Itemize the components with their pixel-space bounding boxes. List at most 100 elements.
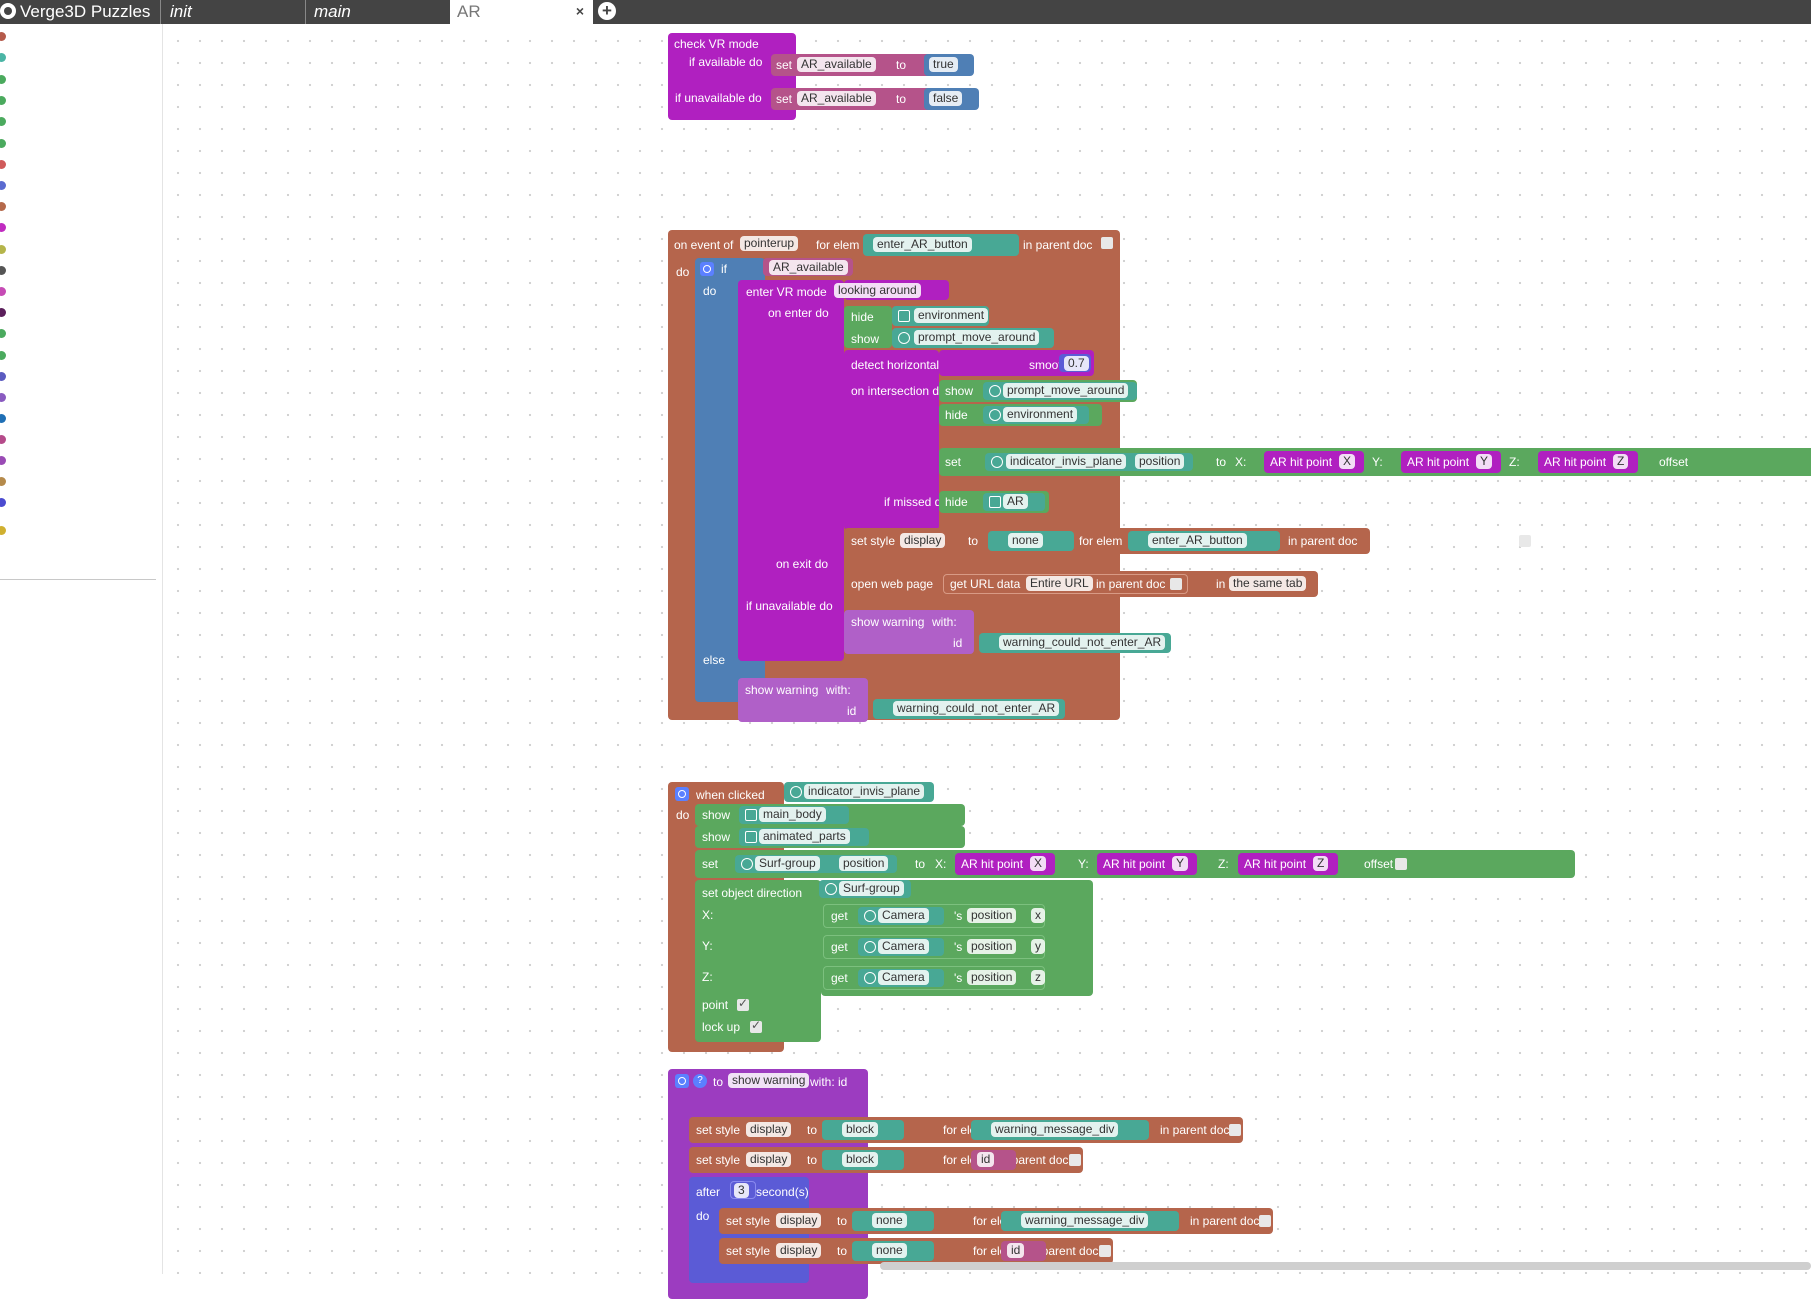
number-value[interactable]: 3 — [734, 1183, 749, 1198]
ar-hit-point-block[interactable]: AR hit point Y — [1097, 853, 1197, 875]
object-dropdown[interactable]: environment — [1003, 407, 1078, 422]
tab-ar[interactable]: AR — [450, 0, 593, 24]
boolean-false-block[interactable]: false — [924, 88, 979, 110]
object-selector-block[interactable]: Surf-group — [819, 880, 911, 898]
text-block[interactable]: block — [822, 1150, 904, 1170]
lock-up-checkbox[interactable] — [750, 1018, 762, 1033]
gear-icon[interactable] — [675, 1074, 689, 1088]
object-selector-block[interactable]: Camera — [858, 938, 944, 956]
add-tab-icon[interactable]: + — [598, 2, 616, 20]
set-object-direction-block[interactable]: set object direction X: Y: Z: point lock… — [695, 880, 821, 1042]
property-dropdown[interactable]: position — [967, 939, 1017, 954]
text-block[interactable]: enter_AR_button — [1128, 531, 1280, 551]
object-dropdown[interactable]: main_body — [759, 807, 826, 822]
tab-init[interactable]: init — [170, 2, 192, 21]
ar-hit-point-block[interactable]: AR hit point Z — [1538, 451, 1638, 473]
object-dropdown[interactable]: animated_parts — [759, 829, 850, 844]
object-selector-block[interactable]: Camera — [858, 969, 944, 987]
axis-dropdown[interactable]: z — [1031, 970, 1045, 985]
event-dropdown[interactable]: pointerup — [740, 236, 799, 251]
axis-dropdown[interactable]: x — [1031, 908, 1045, 923]
object-dropdown[interactable]: indicator_invis_plane — [1006, 454, 1127, 469]
text-value[interactable]: warning_message_div — [1021, 1213, 1149, 1228]
horizontal-scrollbar[interactable] — [880, 1262, 1811, 1270]
object-selector-block[interactable]: animated_parts — [739, 828, 869, 846]
object-selector-block[interactable]: indicator_invis_plane position — [985, 453, 1193, 471]
object-selector-block[interactable]: prompt_move_around — [983, 382, 1137, 400]
text-value[interactable]: warning_could_not_enter_AR — [999, 635, 1166, 650]
help-icon[interactable]: ? — [693, 1074, 707, 1088]
variable-dropdown[interactable]: AR_available — [797, 57, 876, 72]
tab-main[interactable]: main — [314, 2, 351, 21]
property-dropdown[interactable]: position — [967, 970, 1017, 985]
text-block[interactable]: none — [852, 1211, 934, 1231]
procedure-name-field[interactable]: show warning — [728, 1073, 810, 1088]
object-dropdown[interactable]: environment — [914, 308, 989, 323]
ar-hit-point-block[interactable]: AR hit point Z — [1238, 853, 1338, 875]
text-block[interactable]: none — [852, 1241, 934, 1261]
object-selector-block[interactable]: Surf-group position — [735, 855, 897, 873]
ar-hit-point-block[interactable]: AR hit point X — [1264, 451, 1364, 473]
detect-surface-block[interactable]: detect horizontal surface AR on intersec… — [844, 350, 1001, 530]
show-warning-call-block[interactable]: show warning with: id — [738, 678, 868, 722]
text-value[interactable]: enter_AR_button — [1148, 533, 1247, 548]
variable-dropdown[interactable]: id — [1007, 1243, 1025, 1258]
number-block[interactable]: 3 — [730, 1181, 756, 1199]
ar-hit-point-block[interactable]: AR hit point Y — [1401, 451, 1501, 473]
object-dropdown[interactable]: prompt_move_around — [1003, 383, 1129, 398]
text-block[interactable]: block — [822, 1120, 904, 1140]
variable-get-block[interactable]: AR_available — [763, 258, 853, 276]
axis-dropdown[interactable]: X — [1030, 856, 1047, 871]
axis-dropdown[interactable]: Z — [1613, 454, 1629, 469]
boolean-dropdown[interactable]: true — [929, 57, 958, 72]
variable-dropdown[interactable]: AR_available — [769, 260, 848, 275]
hide-show-stack[interactable]: hide show — [844, 306, 892, 348]
text-value[interactable]: none — [872, 1213, 907, 1228]
property-dropdown[interactable]: position — [967, 908, 1017, 923]
set-variable-block[interactable]: set AR_available to — [771, 54, 940, 76]
axis-dropdown[interactable]: Z — [1313, 856, 1329, 871]
text-block[interactable]: enter_AR_button — [863, 234, 1019, 256]
number-block[interactable]: 0.7 — [1059, 354, 1091, 372]
object-dropdown[interactable]: AR — [1003, 494, 1028, 509]
style-dropdown[interactable]: display — [900, 533, 946, 548]
enter-vr-mode-header[interactable]: looking around — [834, 280, 949, 300]
style-dropdown[interactable]: display — [746, 1122, 792, 1137]
text-value[interactable]: warning_could_not_enter_AR — [893, 701, 1060, 716]
object-selector-block[interactable]: AR — [983, 493, 1045, 511]
text-block[interactable]: warning_could_not_enter_AR — [979, 633, 1171, 653]
object-selector-block[interactable]: Camera — [858, 907, 944, 925]
transform-dropdown[interactable]: position — [1135, 454, 1185, 469]
in-parent-doc-checkbox[interactable] — [1170, 578, 1182, 590]
variable-dropdown[interactable]: AR_available — [797, 91, 876, 106]
text-value[interactable]: block — [842, 1152, 879, 1167]
text-block[interactable]: warning_message_div — [971, 1120, 1149, 1140]
object-selector-block[interactable]: indicator_invis_plane — [784, 782, 934, 802]
close-tab-icon[interactable]: × — [572, 3, 588, 19]
text-value[interactable]: block — [842, 1122, 879, 1137]
variable-dropdown[interactable]: id — [977, 1152, 995, 1167]
text-value[interactable]: none — [1008, 533, 1043, 548]
text-value[interactable]: warning_message_div — [991, 1122, 1119, 1137]
tab-dropdown[interactable]: the same tab — [1229, 576, 1307, 591]
text-block[interactable]: warning_message_div — [1001, 1211, 1179, 1231]
set-style-block[interactable]: set style display to for elem in parent … — [689, 1117, 1243, 1143]
text-value[interactable]: none — [872, 1243, 907, 1258]
in-parent-doc-checkbox[interactable] — [1259, 1215, 1271, 1227]
in-parent-doc-checkbox[interactable] — [1099, 1245, 1111, 1257]
axis-dropdown[interactable]: y — [1031, 939, 1045, 954]
variable-get-block[interactable]: id — [971, 1150, 1016, 1170]
style-dropdown[interactable]: display — [746, 1152, 792, 1167]
object-dropdown[interactable]: Surf-group — [755, 856, 820, 871]
object-selector-block[interactable]: prompt_move_around — [892, 328, 1054, 348]
in-parent-doc-checkbox[interactable] — [1519, 535, 1531, 547]
object-dropdown[interactable]: indicator_invis_plane — [804, 784, 925, 799]
style-dropdown[interactable]: display — [776, 1213, 822, 1228]
text-block[interactable]: warning_could_not_enter_AR — [873, 699, 1065, 719]
offset-checkbox[interactable] — [1395, 858, 1407, 870]
set-style-block[interactable]: set style display to for elem in parent … — [719, 1208, 1273, 1234]
point-checkbox[interactable] — [737, 996, 749, 1011]
object-selector-block[interactable]: environment — [983, 406, 1089, 424]
in-parent-doc-checkbox[interactable] — [1101, 237, 1113, 249]
text-block[interactable]: none — [988, 531, 1074, 551]
